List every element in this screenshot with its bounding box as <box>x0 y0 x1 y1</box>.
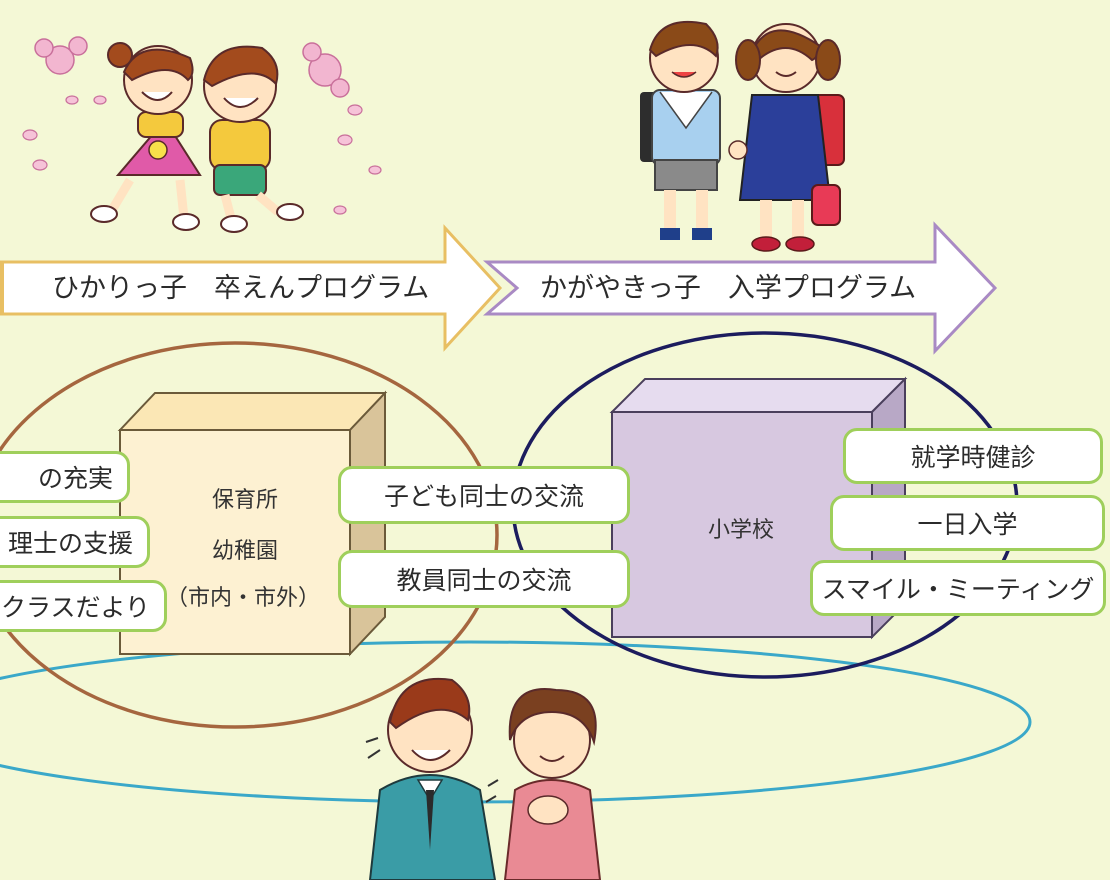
parents-illustration <box>365 677 602 880</box>
left-tag-2: 理士の支援 <box>0 516 150 568</box>
health-check-tag: 就学時健診 <box>843 428 1103 484</box>
kindergarten-children-illustration <box>22 36 382 233</box>
schoolboy-icon <box>640 20 721 240</box>
school-program-arrow <box>482 221 998 355</box>
school-label: 小学校 <box>708 518 775 543</box>
nursery-box <box>117 390 388 657</box>
left-tag-1: の充実 <box>0 451 130 503</box>
teachers-exchange-tag: 教員同士の交流 <box>338 550 630 608</box>
girl-student-icon <box>90 42 202 231</box>
nursery-label-line-1: 保育所 <box>212 488 279 513</box>
cherry-blossom-icon <box>34 36 350 98</box>
kindergarten-program-label: ひかりっ子 卒えんプログラム <box>52 273 430 304</box>
smile-meeting-tag: スマイル・ミーティング <box>810 560 1106 616</box>
school-children-illustration <box>640 20 845 252</box>
nursery-label-line-2: 幼稚園 <box>212 539 279 564</box>
kindergarten-program-arrow <box>0 224 503 352</box>
boy-student-icon <box>202 45 304 233</box>
one-day-admission-tag: 一日入学 <box>830 495 1105 551</box>
left-tag-3: クラスだより <box>0 580 167 632</box>
mother-icon <box>485 688 602 880</box>
father-icon <box>365 677 497 880</box>
school-program-label: かがやきっ子 入学プログラム <box>540 273 917 304</box>
schoolgirl-icon <box>735 23 845 252</box>
nursery-label-line-3: （市内・市外） <box>166 586 321 611</box>
petal-icons <box>22 95 382 215</box>
nursery-circle <box>0 341 499 729</box>
children-exchange-tag: 子ども同士の交流 <box>338 466 630 524</box>
